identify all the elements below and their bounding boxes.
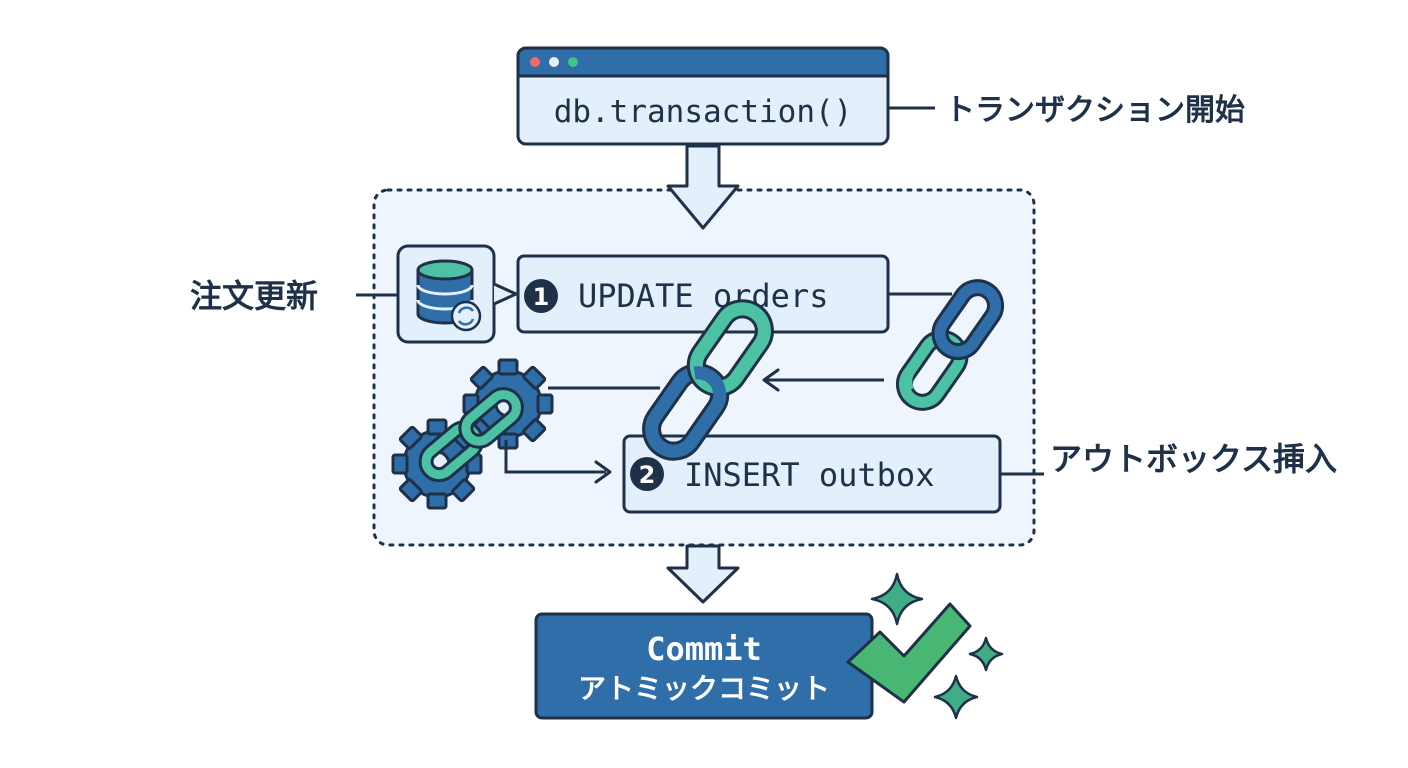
commit-title: Commit — [646, 630, 762, 668]
commit-subtitle: アトミックコミット — [578, 672, 830, 705]
window-dot-green — [568, 57, 578, 67]
center-chain-icon — [642, 299, 774, 461]
down-arrow-bottom — [666, 544, 740, 604]
gear-to-step2-arrow-head — [594, 460, 612, 484]
step2-number-badge — [630, 457, 664, 491]
step2-box: 2 INSERT outbox — [622, 434, 1002, 514]
transaction-window: db.transaction() — [516, 46, 890, 146]
window-dot-white — [549, 57, 559, 67]
step1-number: 1 — [533, 283, 550, 311]
window-dot-red — [530, 57, 540, 67]
down-arrow-top — [666, 144, 740, 230]
commit-box: Commit アトミックコミット — [534, 612, 874, 720]
sparkle-icon — [933, 674, 979, 720]
database-icon — [396, 244, 496, 344]
gear-icon — [391, 358, 554, 510]
step2-number: 2 — [639, 461, 656, 489]
transaction-code: db.transaction() — [554, 94, 853, 130]
transaction-label: トランザクション開始 — [945, 93, 1245, 128]
checkmark-icon — [846, 602, 972, 704]
step2-code: INSERT outbox — [684, 456, 934, 494]
gear-to-step2-connector — [504, 440, 606, 474]
sparkle-icon — [968, 636, 1004, 672]
step1-box: 1 UPDATE orders — [516, 254, 890, 334]
step2-label: アウトボックス挿入 — [1050, 440, 1337, 478]
return-arrow-head — [762, 368, 780, 392]
step1-number-badge — [524, 279, 558, 313]
step1-code: UPDATE orders — [578, 277, 828, 315]
right-chain-icon — [895, 279, 1005, 411]
database-pointer — [493, 282, 518, 306]
sparkle-icon — [870, 572, 924, 626]
step1-label: 注文更新 — [190, 277, 318, 315]
